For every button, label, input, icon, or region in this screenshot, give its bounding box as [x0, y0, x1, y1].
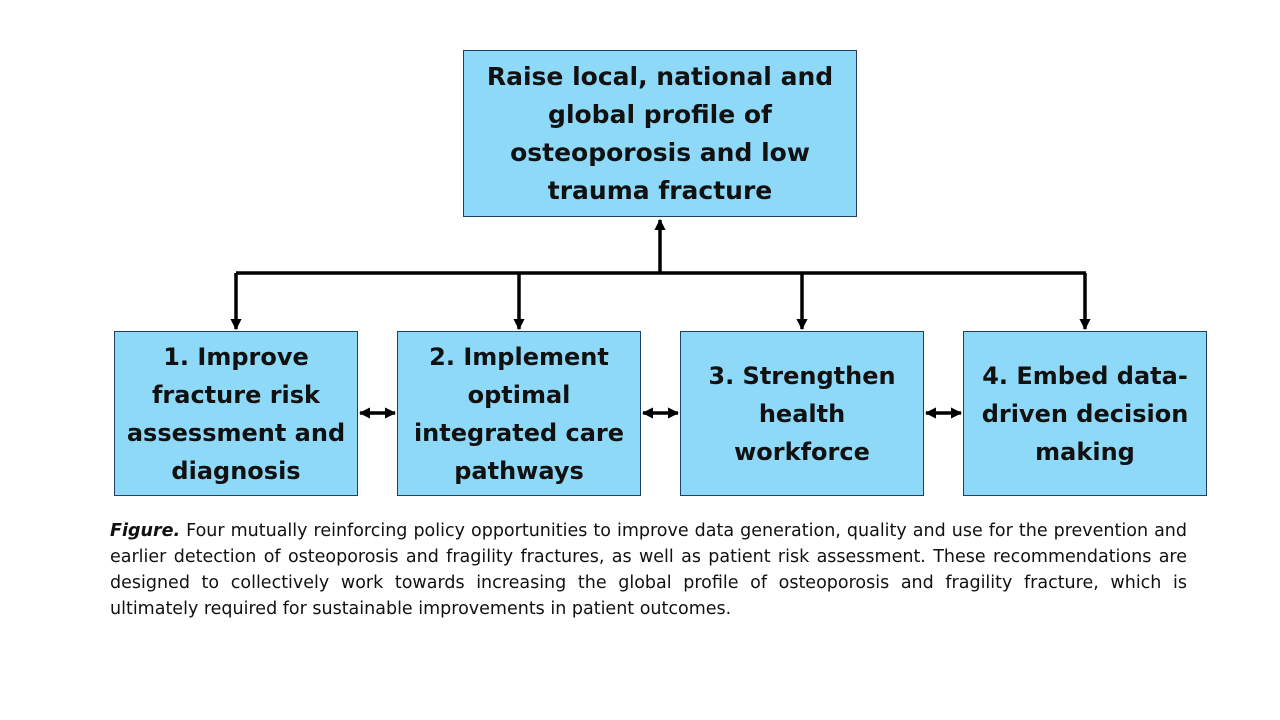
figure-caption: Figure. Four mutually reinforcing policy…	[110, 518, 1187, 622]
opportunity-box-1: 1. Improve fracture risk assessment and …	[114, 331, 358, 496]
opportunity-box-3: 3. Strengthen health workforce	[680, 331, 924, 496]
caption-text: Four mutually reinforcing policy opportu…	[110, 521, 1187, 619]
opportunity-4-text: 4. Embed data-driven decision making	[981, 361, 1189, 466]
opportunity-1-text: 1. Improve fracture risk assessment and …	[126, 342, 346, 485]
caption-label: Figure.	[110, 521, 181, 541]
opportunity-3-text: 3. Strengthen health workforce	[708, 361, 896, 466]
goal-box-text: Raise local, national and global profile…	[486, 61, 834, 205]
opportunity-box-2: 2. Implement optimal integrated care pat…	[397, 331, 641, 496]
opportunity-2-text: 2. Implement optimal integrated care pat…	[413, 342, 625, 485]
opportunity-box-4: 4. Embed data-driven decision making	[963, 331, 1207, 496]
goal-box: Raise local, national and global profile…	[463, 50, 857, 217]
